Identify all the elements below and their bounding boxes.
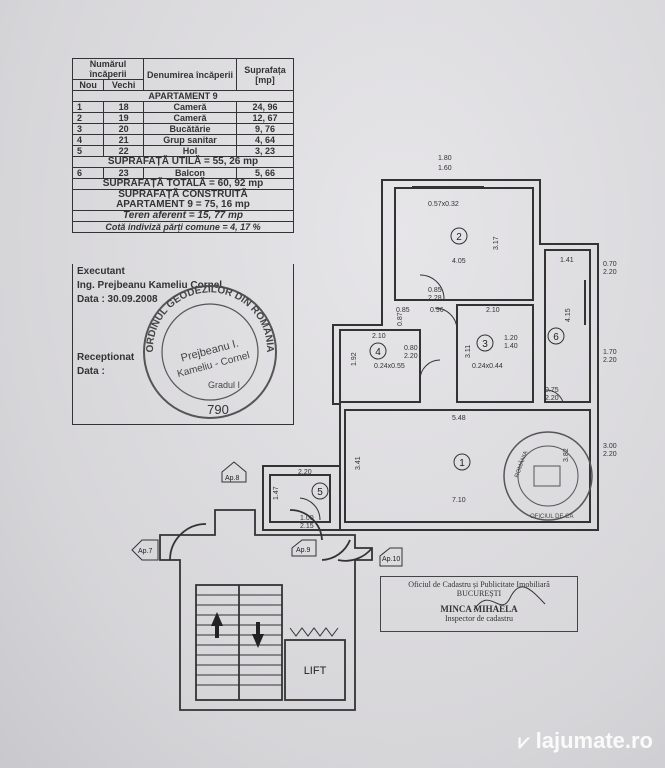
executant-title: Executant xyxy=(77,266,125,277)
dim-label: 0.87 xyxy=(397,312,404,326)
room-4-marker xyxy=(369,342,387,360)
dim-label: 0.70 xyxy=(603,261,617,268)
dim-label: 3.00 xyxy=(603,443,617,450)
dim-label: 2.28 xyxy=(428,295,442,302)
dim-label: 2.20 xyxy=(545,395,559,402)
lift-shaft xyxy=(284,639,346,701)
ap10-marker xyxy=(379,547,403,567)
table-row: 1 18 Cameră 24, 96 xyxy=(71,101,294,113)
room-2-marker xyxy=(450,227,468,245)
dim-label: 2.20 xyxy=(603,451,617,458)
executant-date: Data : 30.09.2008 xyxy=(77,294,158,305)
watermark: ⩗ lajumate.ro xyxy=(518,728,653,754)
dim-label: 4.05 xyxy=(452,258,466,265)
ap7-marker xyxy=(131,539,159,561)
receptionat-label: Receptionat xyxy=(77,352,135,363)
right-stamp-text2: OFICIUL DE CA xyxy=(530,514,573,520)
signature xyxy=(473,586,546,611)
arrow-up-icon xyxy=(211,612,223,638)
arrow-down-icon xyxy=(252,622,264,648)
table-row: 3 20 Bucătărie 9, 76 xyxy=(71,123,294,135)
table-row: 4 21 Grup sanitar 4, 64 xyxy=(71,134,294,146)
room-3-label: 3 xyxy=(482,339,488,350)
dim-label: 3.82 xyxy=(563,448,570,462)
executant-name: Ing. Prejbeanu Kameliu Cornel xyxy=(77,280,223,291)
dim-label: 1.40 xyxy=(504,343,518,350)
ocpi-line1: Oficiul de Cadastru și Publicitate Imobi… xyxy=(408,580,550,589)
total-area: SUPRAFAȚĂ TOTALĂ = 60, 92 mp xyxy=(72,178,294,190)
room-6-label: 6 xyxy=(553,332,559,343)
common-share: Cotă indiviză părți comune = 4, 17 % xyxy=(72,221,294,233)
ocpi-round-stamp: ROMÂNIA OFICIUL DE CA xyxy=(503,431,593,521)
watermark-text: lajumate.ro xyxy=(535,728,653,753)
ap9-label: Ap.9 xyxy=(296,547,311,554)
surveyor-stamp: ORDINUL GEODEZILOR DIN ROMÂNIA Prejbeanu… xyxy=(143,284,277,419)
rooms-table: Numărul încăperii Denumirea încăperii Su… xyxy=(71,58,294,233)
dim-label: 0.24x0.55 xyxy=(374,363,405,370)
watermark-icon: ⩗ xyxy=(518,731,530,753)
stamp-number: 790 xyxy=(207,402,229,417)
receptionat-date: Data : xyxy=(77,366,105,377)
dim-label: 2.20 xyxy=(603,357,617,364)
stamp-grade: Gradul I xyxy=(208,380,240,390)
ap8-marker xyxy=(221,461,247,483)
dim-label: 5.48 xyxy=(452,415,466,422)
right-stamp-text1: ROMÂNIA xyxy=(513,450,529,479)
dim-label: 0.24x0.44 xyxy=(472,363,503,370)
dim-label: 2.10 xyxy=(486,307,500,314)
dim-label: 0.75 xyxy=(545,387,559,394)
cell-nou: 5 xyxy=(71,145,105,157)
room-5-label: 5 xyxy=(317,487,323,498)
room-3-marker xyxy=(476,334,494,352)
dim-label: 1.20 xyxy=(504,335,518,342)
dim-label: 0.85 xyxy=(428,287,442,294)
table-row: 6 23 Balcon 5, 66 xyxy=(71,167,294,179)
room-1-marker xyxy=(453,453,471,471)
header-area: Suprafața [mp] xyxy=(236,58,294,91)
room-6-marker xyxy=(547,327,565,345)
ap7-label: Ap.7 xyxy=(138,548,153,555)
ocpi-line4: Inspector de cadastru xyxy=(445,614,513,623)
dim-label: 1.41 xyxy=(560,257,574,264)
ap8-label: Ap.8 xyxy=(225,475,240,482)
built-area-1: SUPRAFAȚĂ CONSTRUITĂ xyxy=(72,189,294,200)
dim-label: 3.11 xyxy=(465,345,472,358)
dim-label: 0.57x0.32 xyxy=(428,201,459,208)
dim-label: 1.00 xyxy=(300,515,314,522)
ap9-marker xyxy=(291,539,317,557)
room-4-label: 4 xyxy=(375,347,381,358)
dim-label: 1.80 xyxy=(438,155,452,162)
room-1-label: 1 xyxy=(459,458,465,469)
dim-label: 0.96 xyxy=(430,307,444,314)
dim-label: 2.10 xyxy=(372,333,386,340)
dim-label: 0.80 xyxy=(404,345,418,352)
executant-box: Executant Ing. Prejbeanu Kameliu Cornel … xyxy=(72,264,294,425)
dim-label: 2.20 xyxy=(298,469,312,476)
dim-label: 4.15 xyxy=(565,308,572,322)
dim-label: 1.92 xyxy=(351,352,358,366)
dim-label: 3.41 xyxy=(355,456,362,470)
dim-label: 1.47 xyxy=(273,486,280,500)
dim-label: 7.10 xyxy=(452,497,466,504)
lift-label: LIFT xyxy=(304,665,327,677)
dim-label: 2.20 xyxy=(404,353,418,360)
ocpi-stamp: Oficiul de Cadastru și Publicitate Imobi… xyxy=(380,576,578,632)
dim-label: 2.15 xyxy=(300,523,314,530)
staircase-outline xyxy=(159,509,373,711)
ocpi-line3: MINCA MIHAELA xyxy=(440,604,518,614)
room-2-label: 2 xyxy=(456,232,462,243)
dim-label: 1.70 xyxy=(603,349,617,356)
dim-label: 1.60 xyxy=(438,165,452,172)
ap10-label: Ap.10 xyxy=(382,556,400,563)
ocpi-line2: BUCUREȘTI xyxy=(456,589,502,598)
dim-label: 3.17 xyxy=(493,236,500,250)
dim-label: 2.20 xyxy=(603,269,617,276)
dim-label: 0.85 xyxy=(396,307,410,314)
room-5-marker xyxy=(311,482,329,500)
